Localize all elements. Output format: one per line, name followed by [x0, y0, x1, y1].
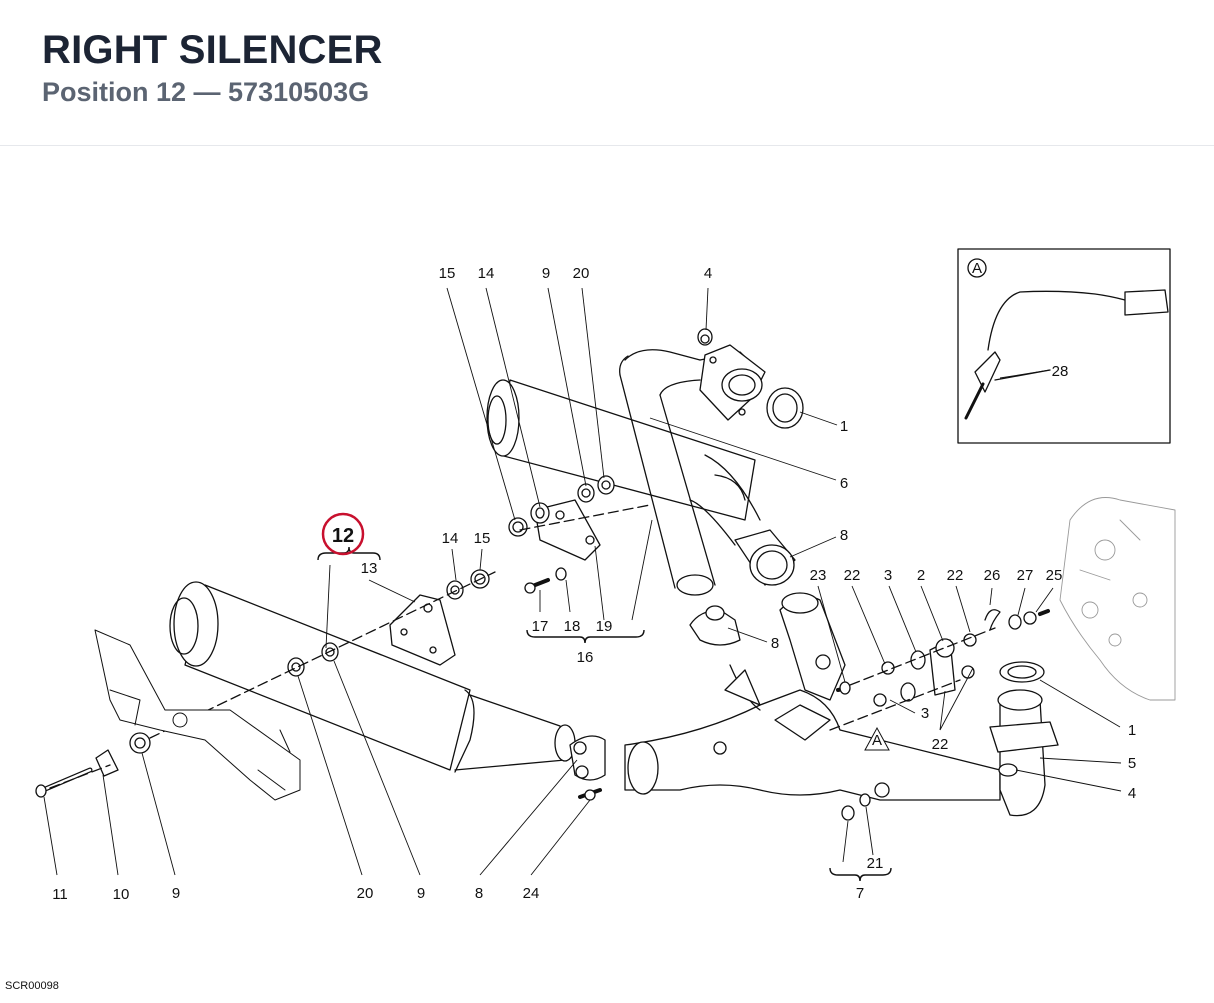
rear-elbow	[874, 661, 1059, 817]
callout-13: 13	[361, 560, 378, 577]
callout-20: 20	[357, 885, 374, 902]
bracket-13	[389, 569, 490, 666]
callout-1: 1	[840, 418, 848, 435]
callout-2: 2	[917, 567, 925, 584]
callout-24: 24	[523, 885, 540, 902]
callout-5: 5	[1128, 755, 1136, 772]
callout-8: 8	[840, 527, 848, 544]
group-brackets	[317, 546, 892, 882]
grommet-20	[287, 657, 305, 677]
callout-25: 25	[1046, 567, 1063, 584]
engine-case-outline	[1059, 497, 1176, 701]
callout-7: 7	[856, 885, 864, 902]
callout-18: 18	[564, 618, 581, 635]
page-subtitle: Position 12 — 57310503G	[42, 77, 370, 107]
callout-6: 6	[840, 475, 848, 492]
highlight-ring	[321, 512, 365, 556]
callout-22: 22	[947, 567, 964, 584]
highlight-label: 12	[332, 525, 354, 547]
upper-silencer	[486, 379, 756, 521]
leader-lines	[43, 287, 1122, 876]
callout-26: 26	[984, 567, 1001, 584]
callout-22: 22	[932, 736, 949, 753]
callout-9: 9	[172, 885, 180, 902]
callout-19: 19	[596, 618, 613, 635]
callout-10: 10	[113, 886, 130, 903]
callout-23: 23	[810, 567, 827, 584]
callout-8: 8	[771, 635, 779, 652]
callout-21: 21	[867, 855, 884, 872]
callout-1: 1	[1128, 722, 1136, 739]
inset-part-label: 28	[1052, 363, 1069, 380]
callout-15: 15	[439, 265, 456, 282]
inset-marker-label: A	[972, 260, 982, 277]
callout-15: 15	[474, 530, 491, 547]
footpeg-bracket	[94, 629, 301, 801]
callout-3: 3	[884, 567, 892, 584]
callout-16: 16	[577, 649, 594, 666]
clamp-8	[689, 605, 741, 646]
right-silencer	[169, 581, 576, 773]
callout-14: 14	[478, 265, 495, 282]
sensor-mount-hardware	[829, 609, 1050, 821]
bolt-11	[35, 784, 47, 798]
inset-detail-a	[957, 248, 1171, 444]
y-pipe-collector	[569, 592, 1001, 801]
upper-flange	[697, 328, 766, 421]
drawing-code: SCR00098	[5, 980, 59, 992]
callout-11: 11	[52, 886, 68, 903]
page-title: RIGHT SILENCER	[42, 28, 383, 72]
upper-bracket	[508, 475, 651, 594]
callout-17: 17	[532, 618, 549, 635]
callout-9: 9	[417, 885, 425, 902]
outlet-ring-upper	[734, 529, 796, 586]
callout-3: 3	[921, 705, 929, 722]
callout-20: 20	[573, 265, 590, 282]
a-marker-label: A	[872, 732, 882, 749]
callout-4: 4	[1128, 785, 1136, 802]
part-callouts: 15 14 9 20 4 1 6 8 8 17 18 19 16 13 14 1…	[52, 265, 1136, 903]
spacer-10	[95, 749, 119, 777]
callout-22: 22	[844, 567, 861, 584]
callout-14: 14	[442, 530, 459, 547]
callout-8: 8	[475, 885, 483, 902]
page-header: RIGHT SILENCER Position 12 — 57310503G	[0, 0, 1214, 146]
callout-27: 27	[1017, 567, 1034, 584]
callout-9: 9	[542, 265, 550, 282]
grommet-9-left	[129, 732, 151, 754]
callout-4: 4	[704, 265, 712, 282]
